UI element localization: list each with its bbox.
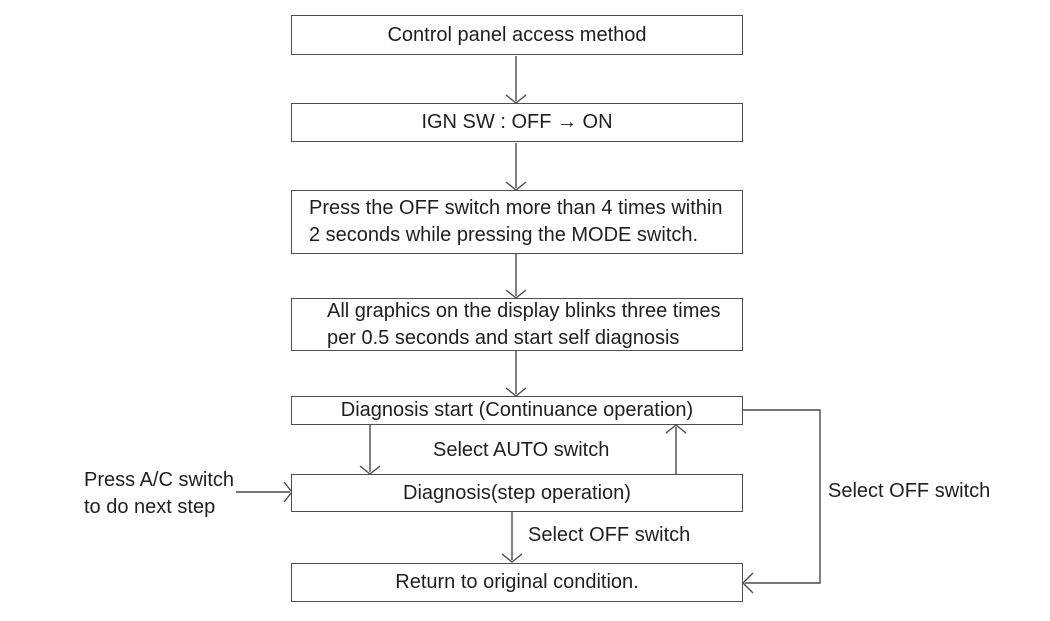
- arrowhead-left-icon: [742, 572, 754, 594]
- connector-box1-box2: [505, 56, 527, 104]
- flow-box-diagnosis-step: Diagnosis(step operation): [291, 474, 743, 512]
- connector-box6-box7: [501, 512, 523, 563]
- connector-press-ac-box6: [236, 481, 293, 503]
- connector-box3-box4: [505, 254, 527, 299]
- edge-label-select-off-switch-continuance: Select OFF switch: [828, 480, 991, 502]
- connector-box5-box7-right: [742, 409, 821, 594]
- connector-box4-box5: [505, 351, 527, 397]
- flow-box-graphics-blink: All graphics on the display blinks three…: [291, 298, 743, 351]
- connector-box2-box3: [505, 143, 527, 191]
- flow-box-press-off-switch: Press the OFF switch more than 4 times w…: [291, 190, 743, 254]
- connector-box6-box5: [665, 424, 687, 474]
- edge-label-select-off-switch-step: Select OFF switch: [528, 524, 691, 546]
- flow-box-return-original: Return to original condition.: [291, 563, 743, 602]
- edge-label-select-auto-switch: Select AUTO switch: [433, 439, 610, 461]
- flow-box-diagnosis-start: Diagnosis start (Continuance operation): [291, 396, 743, 425]
- flow-box-control-panel-access-method: Control panel access method: [291, 15, 743, 55]
- edge-label-press-ac-switch: Press A/C switch to do next step: [84, 469, 235, 518]
- flow-box-ign-sw-off-on: IGN SW : OFF → ON: [291, 103, 743, 142]
- arrowhead-up-icon: [665, 424, 687, 434]
- arrowhead-down-icon: [501, 553, 523, 563]
- connector-box5-box6: [359, 425, 381, 475]
